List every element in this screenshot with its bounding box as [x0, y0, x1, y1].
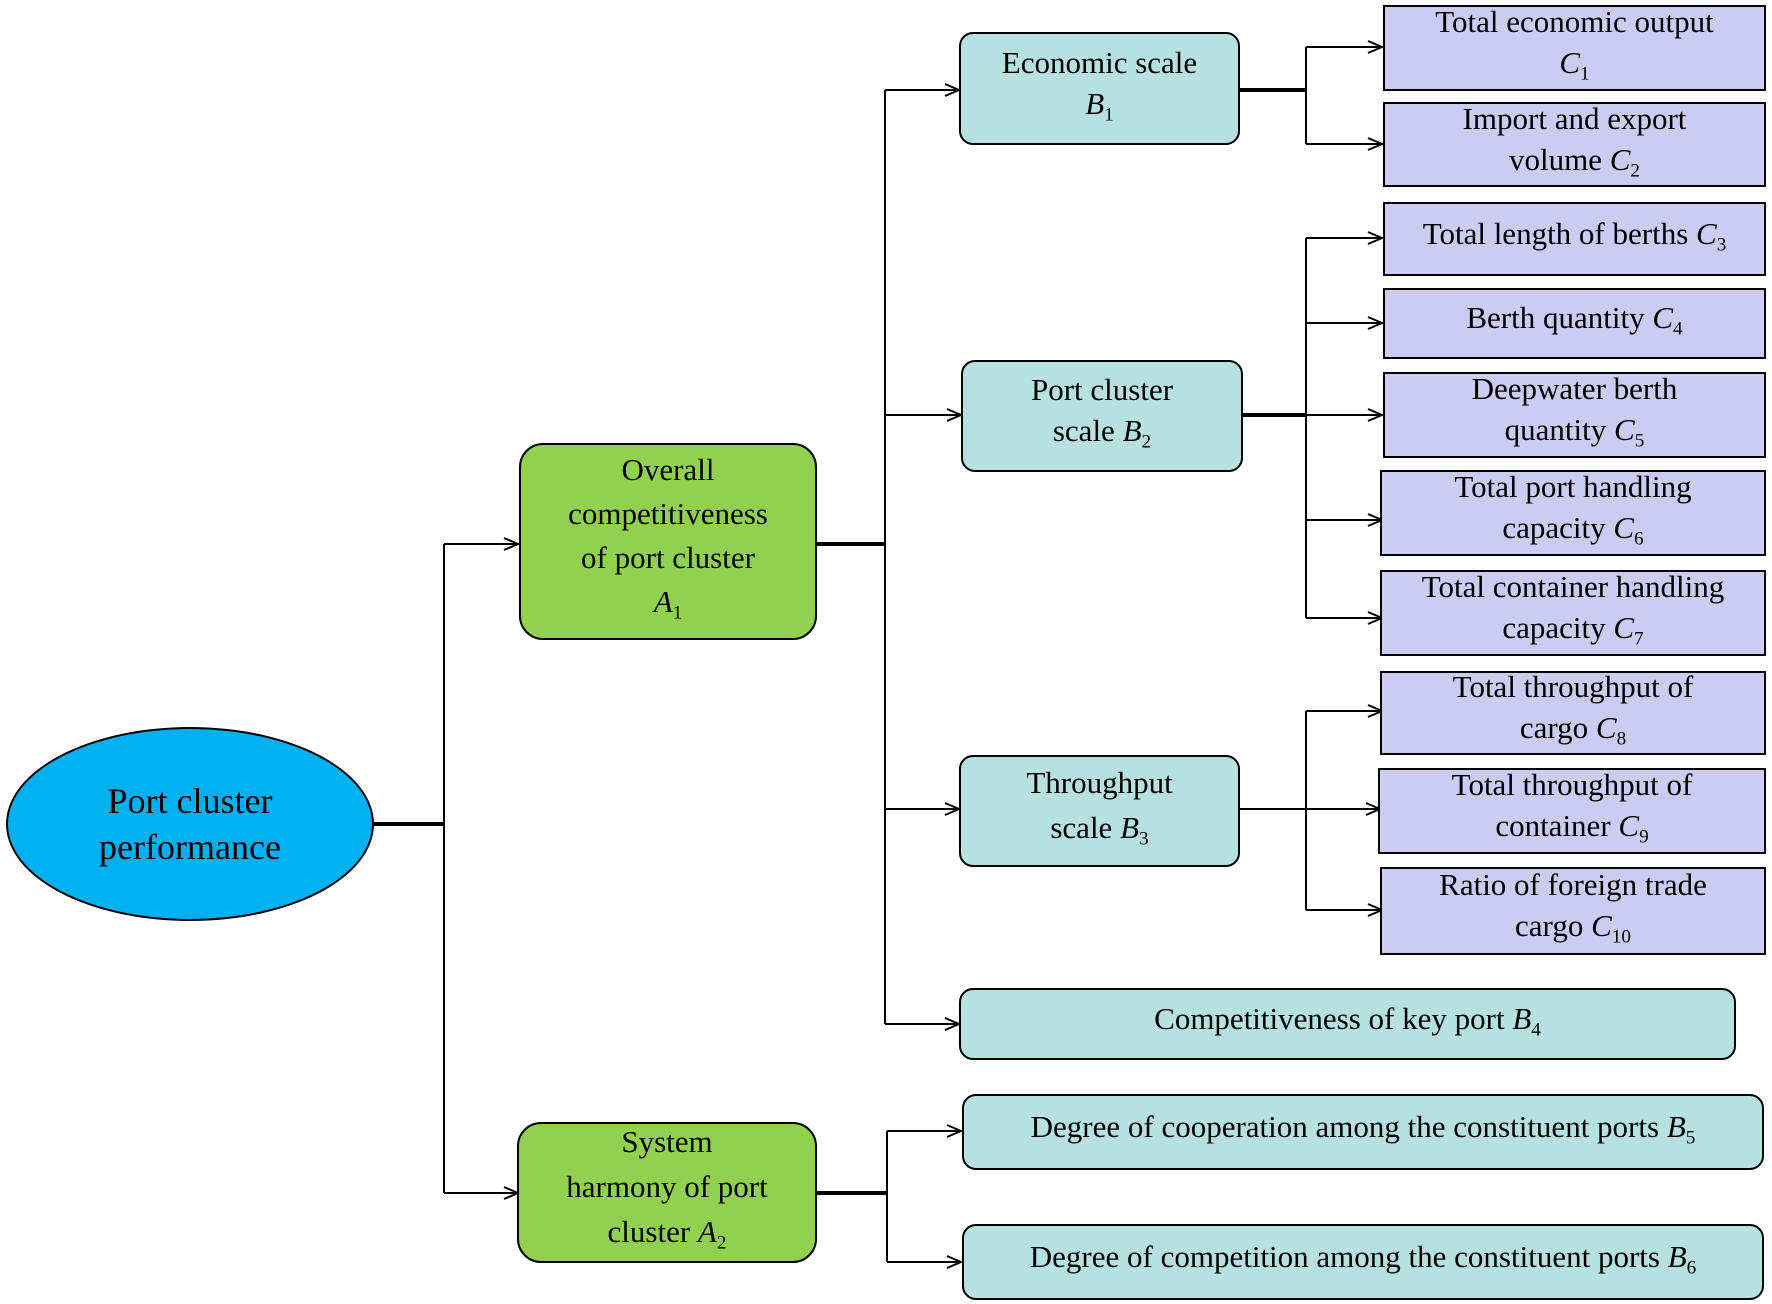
B4-label: Competitiveness of key port B4 [1154, 1000, 1541, 1041]
subcriterion-B4: Competitiveness of key port B4 [959, 988, 1736, 1060]
C9-line1: Total throughput of [1451, 767, 1693, 803]
indicator-C3: Total length of berths C3 [1383, 202, 1766, 276]
indicator-C6: Total port handling capacity C6 [1380, 469, 1766, 556]
C8-line2: cargo C8 [1519, 710, 1627, 750]
B1-line1: Economic scale [1001, 44, 1198, 80]
subcriterion-B6: Degree of competition among the constitu… [962, 1224, 1764, 1300]
indicator-C10: Ratio of foreign trade cargo C10 [1380, 867, 1766, 955]
indicator-C4: Berth quantity C4 [1383, 288, 1766, 359]
C5-line2: quantity C5 [1504, 412, 1645, 452]
B3-line2: scale B3 [1050, 810, 1149, 850]
C6-line2: capacity C6 [1502, 510, 1644, 550]
C7-line1: Total container handling [1421, 569, 1725, 605]
criterion-A2: System harmony of port cluster A2 [517, 1122, 817, 1263]
C5-line1: Deepwater berth [1471, 371, 1678, 407]
criterion-A1: Overall competitiveness of port cluster … [519, 443, 817, 640]
A1-line1: Overall [621, 451, 715, 487]
indicator-C7: Total container handling capacity C7 [1380, 569, 1766, 656]
A2-line2: harmony of port [566, 1169, 768, 1205]
C3-label: Total length of berths C3 [1422, 215, 1727, 256]
C6-line1: Total port handling [1454, 469, 1692, 505]
A2-line1: System [621, 1124, 713, 1160]
root-label-line2: performance [99, 827, 281, 867]
C7-line2: capacity C7 [1502, 610, 1644, 650]
root-node: Port cluster performance [6, 727, 374, 921]
subcriterion-B5: Degree of cooperation among the constitu… [962, 1094, 1764, 1170]
C8-line1: Total throughput of [1452, 669, 1694, 705]
B5-label: Degree of cooperation among the constitu… [1030, 1108, 1696, 1149]
indicator-C5: Deepwater berth quantity C5 [1383, 371, 1766, 458]
C2-line1: Import and export [1462, 100, 1687, 136]
indicator-C9: Total throughput of container C9 [1378, 767, 1766, 854]
C4-label: Berth quantity C4 [1466, 300, 1683, 340]
A2-line3: cluster A2 [607, 1214, 727, 1254]
subcriterion-B3: Throughput scale B3 [959, 755, 1240, 867]
B2-line1: Port cluster [1030, 372, 1174, 408]
C9-line2: container C9 [1495, 808, 1649, 848]
A1-symbol: A1 [653, 583, 683, 624]
C1-line1: Total economic output [1435, 4, 1714, 40]
B2-line2: scale B2 [1052, 413, 1152, 453]
C10-line2: cargo C10 [1515, 908, 1631, 948]
B1-symbol: B1 [1085, 85, 1114, 126]
C1-symbol: C1 [1559, 45, 1590, 85]
indicator-C1: Total economic output C1 [1383, 4, 1766, 91]
A1-line2: competitiveness [568, 495, 768, 531]
A1-line3: of port cluster [581, 539, 755, 575]
root-label-line1: Port cluster [107, 781, 273, 821]
subcriterion-B1: Economic scale B1 [959, 32, 1240, 145]
C10-line1: Ratio of foreign trade [1439, 867, 1707, 903]
C2-line2: volume C2 [1508, 141, 1641, 182]
indicator-C2: Import and export volume C2 [1383, 101, 1766, 187]
subcriterion-B2: Port cluster scale B2 [961, 360, 1243, 472]
B3-line1: Throughput [1026, 765, 1173, 801]
indicator-C8: Total throughput of cargo C8 [1380, 669, 1766, 755]
B6-label: Degree of competition among the constitu… [1029, 1238, 1697, 1279]
